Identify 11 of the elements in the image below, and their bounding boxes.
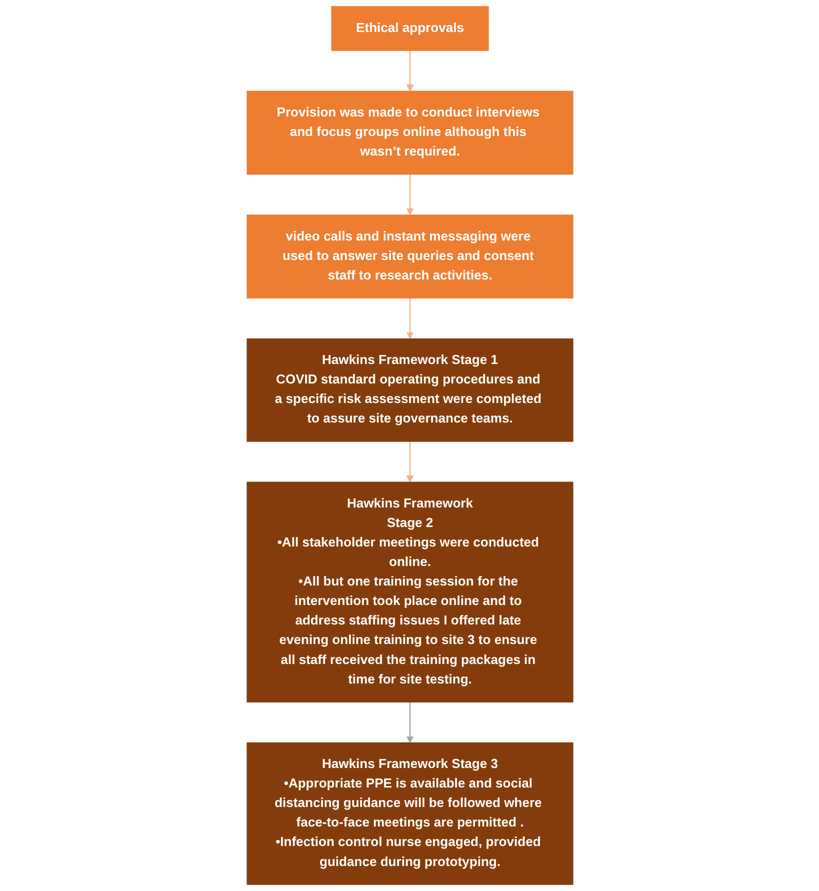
node-box: Hawkins Framework Stage 1 COVID standard operating procedures and a specific risk assessment were completed to assure site governance teams. xyxy=(246,338,573,442)
arrow xyxy=(406,174,414,216)
node-box: Ethical approvals xyxy=(330,6,488,51)
arrow xyxy=(406,441,414,482)
arrow xyxy=(406,50,414,92)
node-box: Hawkins Framework Stage 2 •All stakeholder meetings were conducted online. •All but one training session for the intervention took place online and to address staffing issues I offered late evening online training to site 3 to ensure all staff received the training packages in time for site testing. xyxy=(246,482,573,702)
node-box: Hawkins Framework Stage 3 •Appropriate PPE is available and social distancing guidance will be followed where face-to-face meetings are permitted . •Infection control nurse engaged, provided guidance during prototyping. xyxy=(246,742,573,885)
node-box: video calls and instant messaging were used to answer site queries and consent staff to research activities. xyxy=(246,214,573,298)
node-box: Provision was made to conduct interviews and focus groups online although this wasn’t required. xyxy=(246,90,573,175)
arrow xyxy=(406,702,414,744)
arrow xyxy=(406,298,414,340)
